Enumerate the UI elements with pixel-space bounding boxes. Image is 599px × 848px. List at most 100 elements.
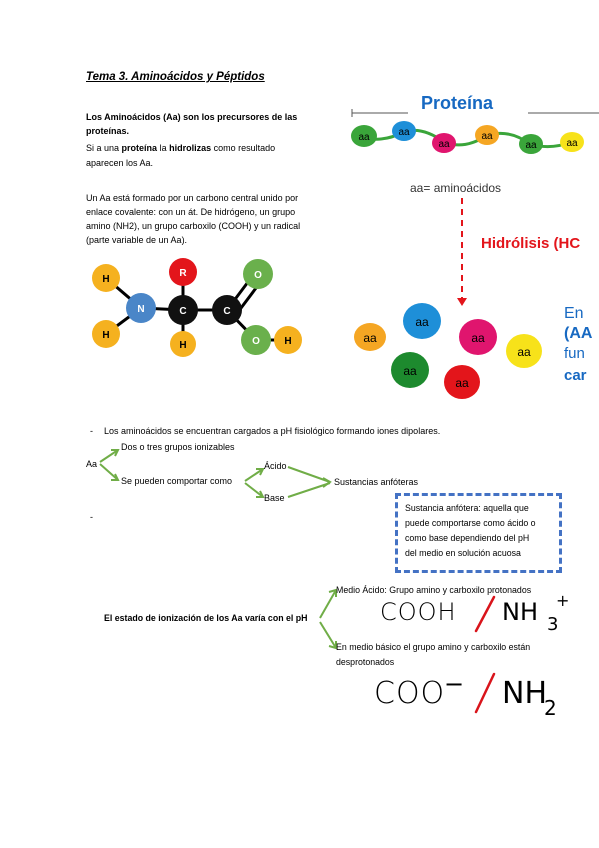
handwritten-base-minus: − xyxy=(444,670,465,698)
classification-tree-arrows xyxy=(99,449,332,498)
protein-hydrolysis-figure: Proteína aa aa aa aa aa aa aa= aminoácid… xyxy=(351,93,599,399)
tree-base: Base xyxy=(264,493,285,503)
atom-c-central xyxy=(168,295,198,325)
atom-n-label: N xyxy=(137,304,144,315)
chain-aa-blue xyxy=(392,121,416,141)
arrow-to-acid xyxy=(244,468,264,482)
definition-line-4: del medio en solución acuosa xyxy=(405,548,521,558)
hydro-mid: la xyxy=(159,143,167,153)
free-aa-label: aa xyxy=(363,331,377,345)
ionization-arrows xyxy=(319,588,337,650)
structure-line-3: amino (NH2), un grupo carboxilo (COOH) y… xyxy=(86,221,301,231)
handwritten-base-sub: 2 xyxy=(544,696,557,720)
definition-line-3: como base dependiendo del pH xyxy=(405,533,530,543)
tree-amphoteric: Sustancias anfóteras xyxy=(334,477,419,487)
acid-medium-text: Medio Ácido: Grupo amino y carboxilo pro… xyxy=(336,585,532,595)
free-aa-pink xyxy=(459,319,497,355)
atom-n xyxy=(126,293,156,323)
chain-aa-pink xyxy=(432,133,456,153)
chain-aa-label: aa xyxy=(398,127,410,138)
atom-h-hydroxyl-label: H xyxy=(284,336,291,347)
atom-h-bottom-label: H xyxy=(102,330,109,341)
aa-legend: aa= aminoácidos xyxy=(410,181,501,195)
protein-title: Proteína xyxy=(421,93,494,113)
bullet-dash-2: - xyxy=(90,512,93,522)
free-aa-darkgreen xyxy=(391,352,429,388)
acid-to-amphoteric xyxy=(287,466,331,483)
atom-h-top-label: H xyxy=(102,274,109,285)
structure-line-1: Un Aa está formado por un carbono centra… xyxy=(86,193,299,203)
atom-o-double xyxy=(243,259,273,289)
handwritten-slash-acid xyxy=(474,595,496,633)
free-aa-red xyxy=(444,365,480,399)
handwritten-acid-cooh: COOH xyxy=(380,598,457,626)
tree-can-behave: Se pueden comportar como xyxy=(121,476,233,486)
handwritten-acid-sub: 3 xyxy=(547,614,559,635)
atom-o-hydroxyl xyxy=(241,325,271,355)
side-text-1: En xyxy=(564,305,584,322)
chain-aa-green xyxy=(351,125,377,147)
handwritten-base-coo: COO xyxy=(374,676,446,711)
chain-aa-label: aa xyxy=(481,131,493,142)
free-aa-yellow xyxy=(506,334,542,368)
definition-line-1: Sustancia anfótera: aquella que xyxy=(405,503,529,513)
basic-medium-line-2: desprotonados xyxy=(336,657,395,667)
atom-h-alpha-label: H xyxy=(179,340,186,351)
bullet-dash: - xyxy=(90,426,93,436)
amphoteric-definition-box: Sustancia anfótera: aquella que puede co… xyxy=(395,493,562,573)
hydrolysis-label: Hidrólisis (HC xyxy=(481,235,580,252)
handwritten-acid-nh: NH xyxy=(502,598,538,626)
page-title: Tema 3. Aminoácidos y Péptidos xyxy=(86,71,265,83)
chain-aa-yellow xyxy=(560,132,584,152)
peptide-chain: aa aa aa aa aa aa xyxy=(351,121,584,154)
tree-acid: Ácido xyxy=(264,461,287,471)
free-aa-label: aa xyxy=(455,376,469,390)
atom-h-hydroxyl xyxy=(274,326,302,354)
chain-aa-label: aa xyxy=(438,139,450,150)
hydrolysis-sentence: Si a una proteína la hidrolizas como res… xyxy=(86,142,275,156)
chain-aa-label: aa xyxy=(525,140,537,151)
arrow-to-ionizable xyxy=(99,449,119,463)
atom-h-top xyxy=(92,264,120,292)
free-aminoacids: aa aa aa aa aa aa xyxy=(354,303,542,399)
atom-o-hydroxyl-label: O xyxy=(252,336,260,347)
hydro-post: como resultado xyxy=(213,143,276,153)
amino-acid-molecule-diagram: H H N R C H C O O H xyxy=(92,258,302,357)
base-to-amphoteric xyxy=(287,482,331,498)
atom-o-double-label: O xyxy=(254,270,262,281)
chain-aa-label: aa xyxy=(566,138,578,149)
arrow-to-behave xyxy=(99,463,119,481)
hydrolysis-line-2: aparecen los Aa. xyxy=(86,158,154,168)
free-aa-label: aa xyxy=(415,315,429,329)
atom-c-carboxyl xyxy=(212,295,242,325)
free-aa-blue xyxy=(403,303,441,339)
free-aa-label: aa xyxy=(471,331,485,345)
hydro-verb: hidrolizas xyxy=(169,143,212,153)
structure-line-2: enlace covalente: con un át. De hidrógen… xyxy=(86,207,296,217)
handwritten-slash-base xyxy=(474,672,496,714)
arrow-to-base xyxy=(244,482,264,498)
free-aa-label: aa xyxy=(517,345,531,359)
intro-line-2: proteínas. xyxy=(86,126,130,136)
free-aa-label: aa xyxy=(403,364,417,378)
atom-r-label: R xyxy=(179,268,187,279)
dipolar-ions-text: Los aminoácidos se encuentran cargados a… xyxy=(104,426,441,436)
hydro-protein: proteína xyxy=(121,143,158,153)
side-text-2: (AA xyxy=(564,325,593,342)
free-aa-orange xyxy=(354,323,386,351)
atom-h-bottom xyxy=(92,320,120,348)
structure-line-4: (parte variable de un Aa). xyxy=(86,235,188,245)
atom-h-alpha xyxy=(170,331,196,357)
side-text-3: fun xyxy=(564,345,585,362)
chain-aa-green-2 xyxy=(519,134,543,154)
arrow-to-basic-medium xyxy=(319,621,337,649)
chain-aa-label: aa xyxy=(358,132,370,143)
intro-line-1: Los Aminoácidos (Aa) son los precursores… xyxy=(86,112,298,122)
hydro-pre: Si a una xyxy=(86,143,120,153)
definition-line-2: puede comportarse como ácido o xyxy=(405,518,536,528)
tree-root: Aa xyxy=(86,459,98,469)
hydrolysis-arrowhead xyxy=(457,298,467,306)
handwritten-base-nh: NH xyxy=(502,676,547,711)
atom-c-central-label: C xyxy=(179,306,186,317)
basic-medium-line-1: En medio básico el grupo amino y carboxi… xyxy=(336,642,531,652)
